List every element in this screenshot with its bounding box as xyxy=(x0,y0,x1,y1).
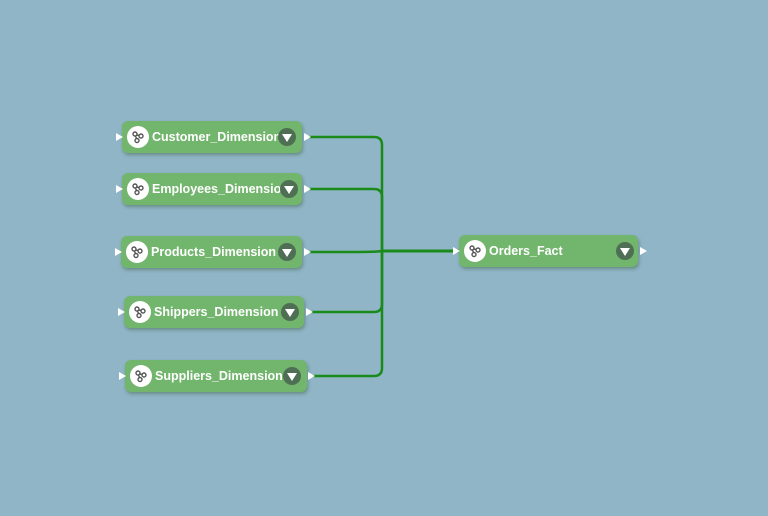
relations-icon xyxy=(127,178,149,200)
node-suppliers-dimension[interactable]: Suppliers_Dimension xyxy=(119,360,315,392)
node-menu-button[interactable] xyxy=(283,367,301,385)
node-customer-dimension[interactable]: Customer_Dimension xyxy=(116,121,311,153)
relations-icon xyxy=(126,241,148,263)
edge-customer-orders xyxy=(308,135,460,253)
input-port[interactable] xyxy=(116,133,123,141)
node-menu-button[interactable] xyxy=(278,128,296,146)
node-menu-button[interactable] xyxy=(280,180,298,198)
relations-icon xyxy=(130,365,152,387)
node-label: Customer_Dimension xyxy=(152,130,282,144)
node-label: Suppliers_Dimension xyxy=(155,369,283,383)
input-port[interactable] xyxy=(116,185,123,193)
relations-icon xyxy=(129,301,151,323)
output-port[interactable] xyxy=(640,247,647,255)
node-employees-dimension[interactable]: Employees_Dimension xyxy=(116,173,311,205)
relations-icon xyxy=(464,240,486,262)
node-label: Shippers_Dimension xyxy=(154,305,279,319)
edge-employees-orders xyxy=(308,187,460,253)
input-port[interactable] xyxy=(118,308,125,316)
node-menu-button[interactable] xyxy=(281,303,299,321)
input-port[interactable] xyxy=(453,247,460,255)
edge-shippers-orders xyxy=(310,249,460,314)
node-shippers-dimension[interactable]: Shippers_Dimension xyxy=(118,296,313,328)
node-menu-button[interactable] xyxy=(278,243,296,261)
node-menu-button[interactable] xyxy=(616,242,634,260)
input-port[interactable] xyxy=(119,372,126,380)
node-label: Employees_Dimension xyxy=(152,182,289,196)
output-port[interactable] xyxy=(306,308,313,316)
output-port[interactable] xyxy=(304,133,311,141)
relations-icon xyxy=(127,126,149,148)
output-port[interactable] xyxy=(304,185,311,193)
node-label: Products_Dimension xyxy=(151,245,277,259)
node-products-dimension[interactable]: Products_Dimension xyxy=(115,236,311,268)
output-port[interactable] xyxy=(308,372,315,380)
input-port[interactable] xyxy=(115,248,122,256)
node-label: Orders_Fact xyxy=(489,244,563,258)
output-port[interactable] xyxy=(304,248,311,256)
edge-suppliers-orders xyxy=(312,249,460,378)
node-orders-fact[interactable]: Orders_Fact xyxy=(453,235,647,267)
